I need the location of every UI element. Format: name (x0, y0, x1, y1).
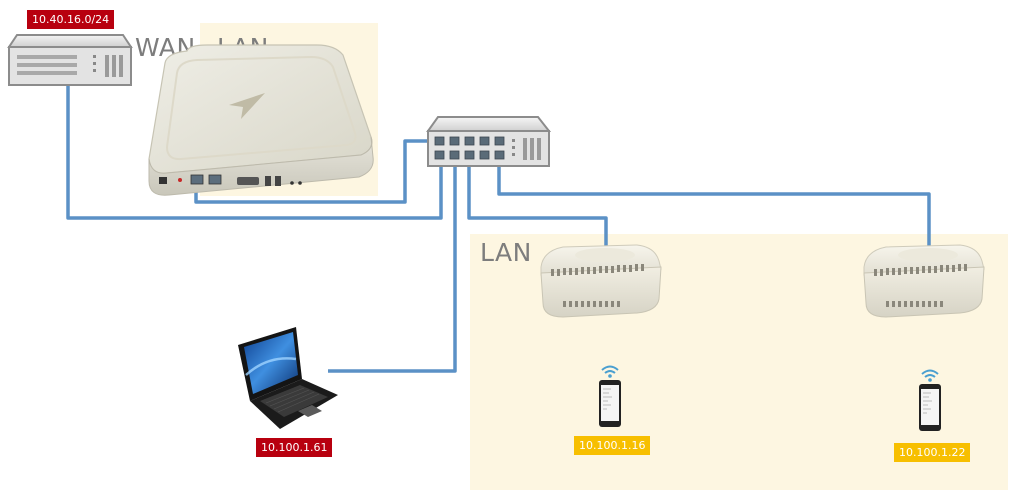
laptop-ip-tag: 10.100.1.61 (256, 438, 333, 457)
access-point-icon-2[interactable] (860, 243, 988, 320)
link-router-to-switch (194, 139, 433, 204)
smartphone-icon-1[interactable] (595, 360, 625, 430)
phone-2-ip-tag: 10.100.1.22 (894, 443, 971, 462)
link-switch-to-ap1 (467, 160, 608, 246)
rack-server-icon[interactable] (7, 33, 133, 87)
network-switch-icon[interactable] (426, 115, 552, 168)
smartphone-icon-2[interactable] (915, 364, 945, 434)
laptop-icon[interactable] (232, 325, 342, 431)
link-switch-to-ap2 (497, 160, 931, 246)
wireless-router-icon[interactable] (147, 44, 383, 197)
access-point-icon-1[interactable] (537, 243, 665, 320)
lan-label-bottom: LAN (480, 238, 532, 267)
server-ip-tag: 10.40.16.0/24 (27, 10, 115, 29)
phone-1-ip-tag: 10.100.1.16 (574, 436, 651, 455)
link-server-to-switch (66, 86, 443, 220)
link-switch-to-laptop (328, 160, 457, 373)
